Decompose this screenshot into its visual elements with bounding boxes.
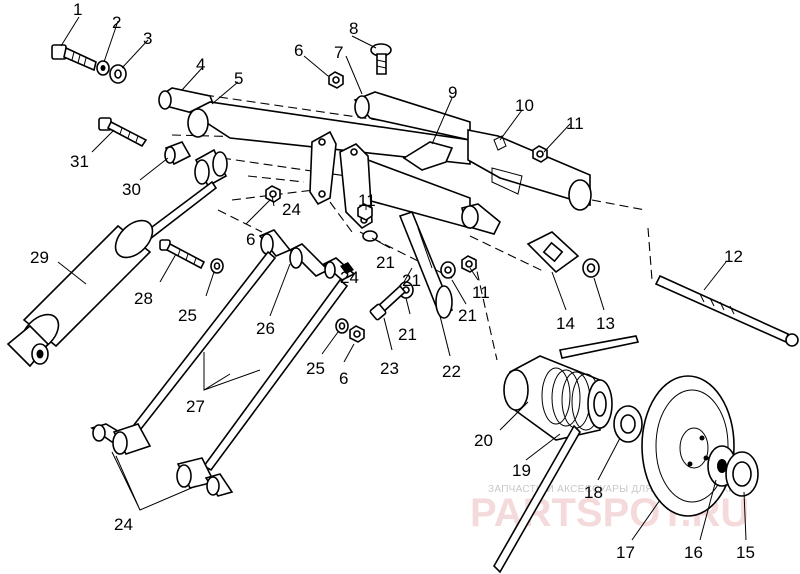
callout-1: 1 xyxy=(73,0,82,19)
callout-21: 21 xyxy=(376,253,395,272)
bolt-8 xyxy=(370,43,392,75)
callout-23: 23 xyxy=(380,359,399,378)
nuts-11 xyxy=(357,145,548,273)
callout-19: 19 xyxy=(512,461,531,480)
callout-27: 27 xyxy=(186,397,205,416)
callout-17: 17 xyxy=(616,543,635,562)
lower-bushings xyxy=(90,423,234,497)
watermark-caption: ЗАПЧАСТИ И АКСЕССУАРЫ ДЛЯ МОТОТЕХНИКИ xyxy=(488,484,736,495)
callout-29: 29 xyxy=(30,248,49,267)
bolt-1-assembly xyxy=(51,44,127,84)
limiter-plate xyxy=(493,135,580,274)
nuts xyxy=(265,71,365,343)
callout-20: 20 xyxy=(474,431,493,450)
callout-11: 11 xyxy=(358,191,376,210)
washer-18 xyxy=(613,405,643,443)
linkage-rods xyxy=(128,250,349,472)
callout-3: 3 xyxy=(143,29,152,48)
callout-2: 2 xyxy=(112,13,121,32)
shock-absorber xyxy=(6,180,218,368)
callout-26: 26 xyxy=(256,319,275,338)
callout-15: 15 xyxy=(736,543,755,562)
washers xyxy=(210,230,600,334)
spring-assembly xyxy=(493,335,640,574)
callout-24: 24 xyxy=(114,515,133,534)
callout-6: 6 xyxy=(339,369,348,388)
callout-6: 6 xyxy=(294,41,303,60)
callout-11: 11 xyxy=(472,283,490,302)
callout-12: 12 xyxy=(724,247,743,266)
callout-21: 21 xyxy=(402,271,421,290)
callout-25: 25 xyxy=(306,359,325,378)
idler-wheel xyxy=(641,375,759,517)
callout-8: 8 xyxy=(349,19,358,38)
callout-24: 24 xyxy=(340,268,359,287)
callout-11: 11 xyxy=(566,114,584,133)
callout-21: 21 xyxy=(398,325,417,344)
callout-14: 14 xyxy=(556,314,575,333)
callout-16: 16 xyxy=(684,543,703,562)
callout-13: 13 xyxy=(596,314,615,333)
callout-7: 7 xyxy=(334,43,343,62)
upper-bushings xyxy=(258,229,356,281)
callout-5: 5 xyxy=(234,69,243,88)
callout-24: 24 xyxy=(282,200,301,219)
bolt-28 xyxy=(159,239,206,270)
leader-lines xyxy=(57,16,747,541)
callout-9: 9 xyxy=(448,83,457,102)
long-bolt xyxy=(654,274,799,347)
callout-31: 31 xyxy=(70,152,89,171)
callout-18: 18 xyxy=(584,483,603,502)
callout-10: 10 xyxy=(515,96,534,115)
callout-25: 25 xyxy=(178,306,197,325)
callout-28: 28 xyxy=(134,289,153,308)
callout-30: 30 xyxy=(122,180,141,199)
bolt-23 xyxy=(369,284,407,321)
callout-6: 6 xyxy=(246,230,255,249)
bolt-31-assembly xyxy=(98,117,228,188)
callout-labels: 1 2 3 4 5 6 7 8 9 10 11 31 30 24 6 12 29… xyxy=(30,0,755,562)
callout-22: 22 xyxy=(442,362,461,381)
callout-4: 4 xyxy=(196,55,205,74)
callout-21: 21 xyxy=(458,306,477,325)
torque-strap xyxy=(398,141,454,319)
